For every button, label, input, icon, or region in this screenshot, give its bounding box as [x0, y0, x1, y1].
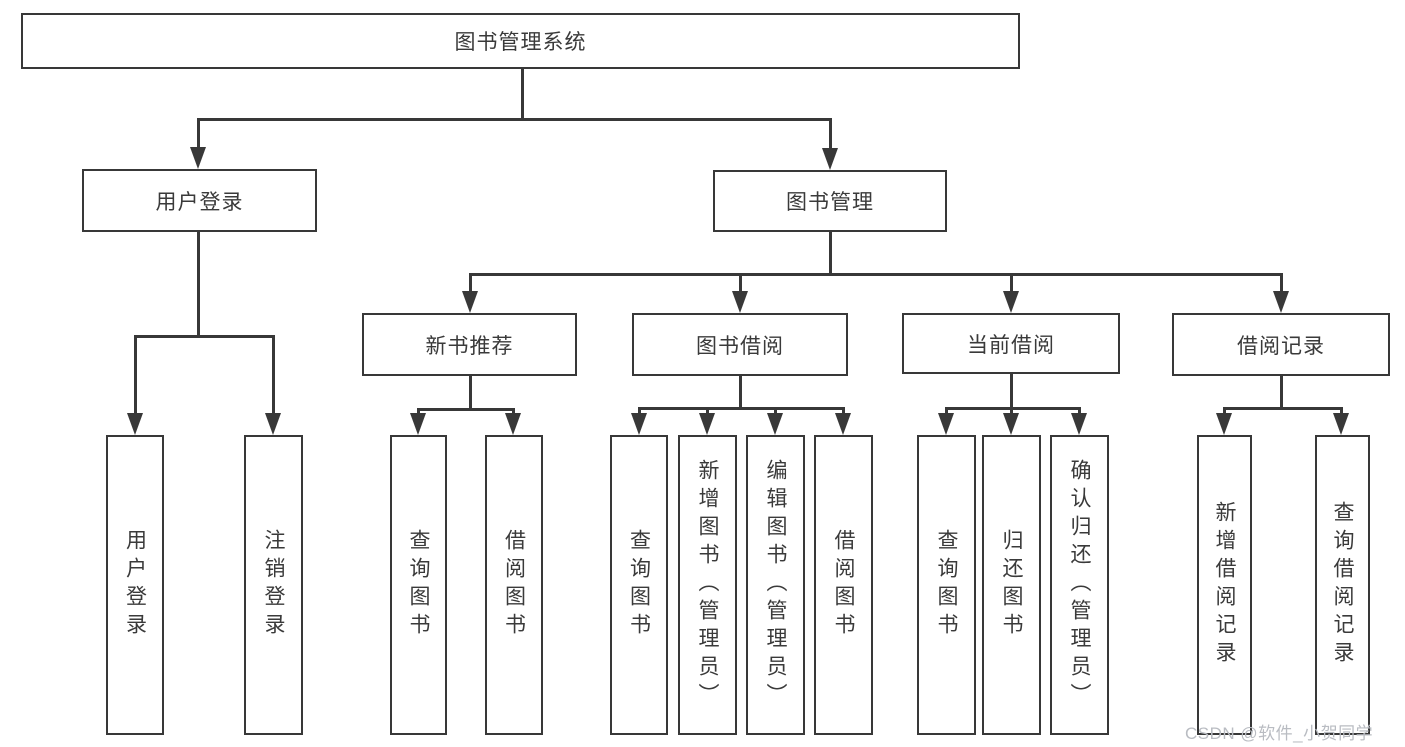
arrow-down-icon	[732, 291, 748, 313]
arrow-down-icon	[1273, 291, 1289, 313]
leaf-edit-books-admin: 编辑图书（管理员）	[746, 435, 805, 735]
arrow-down-icon	[265, 413, 281, 435]
connector-user-login-stem	[197, 232, 200, 337]
arrow-down-icon	[410, 413, 426, 435]
csdn-watermark: CSDN @软件_小贺同学	[1185, 724, 1374, 743]
leaf-logout: 注销登录	[244, 435, 303, 735]
arrow-down-icon	[699, 413, 715, 435]
connector-line	[1223, 407, 1226, 415]
arrow-down-icon	[835, 413, 851, 435]
leaf-query-books-current: 查询图书	[917, 435, 976, 735]
arrow-down-icon	[1333, 413, 1349, 435]
arrow-down-icon	[938, 413, 954, 435]
node-user-login: 用户登录	[82, 169, 317, 232]
connector-level1-bar	[197, 118, 831, 121]
leaf-add-borrow-record: 新增借阅记录	[1197, 435, 1252, 735]
connector-line	[134, 335, 137, 418]
connector-level3-bar	[469, 273, 1282, 276]
connector-line	[1010, 407, 1013, 415]
connector-line	[469, 273, 472, 295]
connector-line	[774, 407, 777, 415]
leaf-return-books: 归还图书	[982, 435, 1041, 735]
connector-line	[842, 407, 845, 415]
connector-line	[512, 408, 515, 416]
arrow-down-icon	[505, 413, 521, 435]
connector-line	[1340, 407, 1343, 415]
connector-line	[197, 118, 200, 152]
leaf-query-books-recommend: 查询图书	[390, 435, 447, 735]
leaf-add-books-admin: 新增图书（管理员）	[678, 435, 737, 735]
node-book-management: 图书管理	[713, 170, 947, 232]
connector-line	[739, 273, 742, 295]
arrow-down-icon	[1071, 413, 1087, 435]
connector-line	[945, 407, 948, 415]
leaf-user-login: 用户登录	[106, 435, 164, 735]
connector-bar	[1223, 407, 1342, 410]
node-current-borrowing: 当前借阅	[902, 313, 1120, 374]
arrow-down-icon	[1003, 291, 1019, 313]
connector-bar	[945, 407, 1080, 410]
leaf-query-books-borrowing: 查询图书	[610, 435, 668, 735]
node-book-borrowing: 图书借阅	[632, 313, 848, 376]
arrow-down-icon	[1216, 413, 1232, 435]
node-new-book-recommend: 新书推荐	[362, 313, 577, 376]
connector-line	[1280, 273, 1283, 295]
leaf-query-borrow-record: 查询借阅记录	[1315, 435, 1370, 735]
arrow-down-icon	[190, 147, 206, 169]
connector-line	[1010, 374, 1013, 409]
connector-line	[638, 407, 641, 415]
connector-line	[272, 335, 275, 418]
leaf-confirm-return-admin: 确认归还（管理员）	[1050, 435, 1109, 735]
connector-bar	[638, 407, 844, 410]
connector-line	[1078, 407, 1081, 415]
connector-root-stem	[521, 69, 524, 120]
node-library-management-system: 图书管理系统	[21, 13, 1020, 69]
arrow-down-icon	[631, 413, 647, 435]
connector-line	[417, 408, 420, 416]
connector-line	[1280, 376, 1283, 409]
leaf-borrow-books-recommend: 借阅图书	[485, 435, 543, 735]
arrow-down-icon	[1003, 413, 1019, 435]
connector-bar	[417, 408, 514, 411]
leaf-borrow-books: 借阅图书	[814, 435, 873, 735]
arrow-down-icon	[462, 291, 478, 313]
connector-line	[706, 407, 709, 415]
connector-line	[739, 376, 742, 409]
node-borrowing-records: 借阅记录	[1172, 313, 1390, 376]
arrow-down-icon	[822, 148, 838, 170]
connector-line	[829, 118, 832, 152]
connector-user-login-bar	[134, 335, 274, 338]
arrow-down-icon	[767, 413, 783, 435]
connector-line	[469, 376, 472, 410]
arrow-down-icon	[127, 413, 143, 435]
connector-book-management-stem	[829, 232, 832, 275]
connector-line	[1010, 273, 1013, 295]
